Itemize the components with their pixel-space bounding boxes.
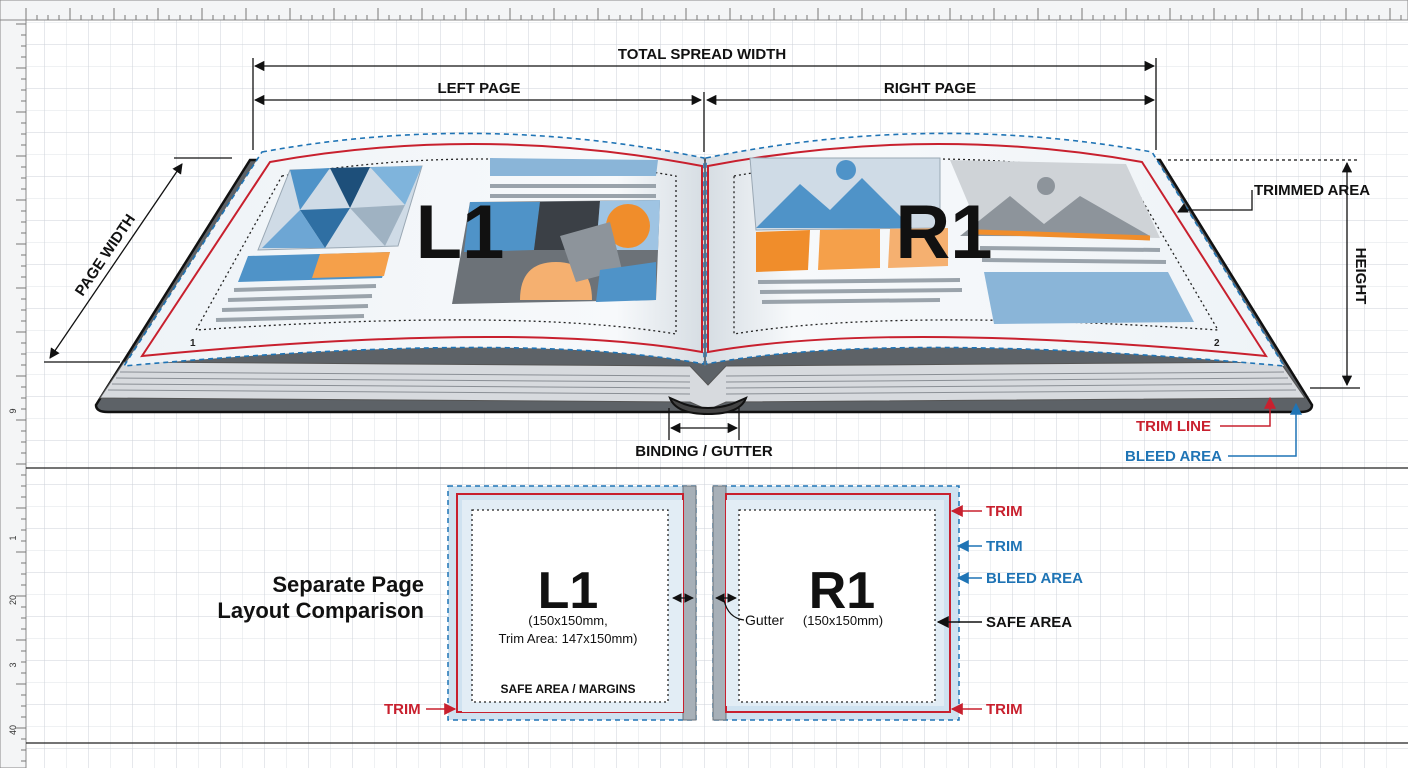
- right-page-label: R1: [895, 190, 992, 275]
- left-trim-line: [140, 142, 703, 358]
- trim-bottom-label: TRIM: [986, 701, 1023, 718]
- right-page-number: 2: [1214, 338, 1220, 349]
- trim-left-label: TRIM: [384, 701, 421, 718]
- trim-line-label: TRIM LINE: [1136, 418, 1211, 435]
- trim-bleed-leaders: [1220, 396, 1302, 457]
- left-page-layout: [447, 485, 697, 721]
- left-safe-area: [194, 158, 677, 335]
- left-page-number: 1: [190, 338, 196, 349]
- right-layout-size: (150x150mm): [803, 613, 883, 628]
- ruler-label-40: 40: [8, 725, 18, 735]
- ruler-label-9: 9: [8, 408, 18, 413]
- left-page-dimension-label: LEFT PAGE: [437, 80, 520, 97]
- book-spread: L1 1 R1 2: [94, 132, 1314, 416]
- gutter-arrows: [672, 593, 745, 621]
- binding-gutter-label: BINDING / GUTTER: [635, 443, 773, 460]
- safe-area-callout: SAFE AREA: [986, 614, 1072, 631]
- left-page-label: L1: [416, 190, 505, 275]
- top-ruler: [0, 0, 1408, 21]
- comparison-title-line2: Layout Comparison: [217, 598, 424, 623]
- right-page-dimension-label: RIGHT PAGE: [884, 80, 976, 97]
- ruler-label-20: 20: [8, 595, 18, 605]
- bleed-area-callout: BLEED AREA: [986, 570, 1083, 587]
- trim-blue-label: TRIM: [986, 538, 1023, 555]
- ruler-label-3: 3: [8, 662, 18, 667]
- trimmed-area-label: TRIMMED AREA: [1254, 182, 1370, 199]
- comparison-leaders: [426, 505, 982, 715]
- spine: [668, 396, 748, 416]
- trim-top-label: TRIM: [986, 503, 1023, 520]
- left-safe-area-label: SAFE AREA / MARGINS: [500, 682, 635, 696]
- total-spread-width-label: TOTAL SPREAD WIDTH: [618, 46, 786, 63]
- right-page-artwork: [749, 157, 1194, 324]
- right-page-layout: [712, 485, 960, 721]
- ruler-label-1: 1: [8, 535, 18, 540]
- right-gutter-label: Gutter: [745, 612, 784, 628]
- right-trim-line: [707, 142, 1268, 358]
- right-layout-label: R1: [809, 562, 875, 620]
- page-edge-lines: [107, 371, 1297, 395]
- left-layout-trim-area: Trim Area: 147x150mm): [499, 631, 638, 646]
- left-page-artwork: [215, 158, 660, 322]
- dimension-lines: [44, 58, 1360, 440]
- comparison-title-line1: Separate Page: [272, 572, 424, 597]
- height-label: HEIGHT: [1352, 248, 1369, 305]
- bleed-area-label: BLEED AREA: [1125, 448, 1222, 465]
- left-layout-size: (150x150mm,: [528, 613, 607, 628]
- left-ruler: 9 1 20 3 40: [0, 19, 27, 769]
- left-layout-label: L1: [538, 562, 599, 620]
